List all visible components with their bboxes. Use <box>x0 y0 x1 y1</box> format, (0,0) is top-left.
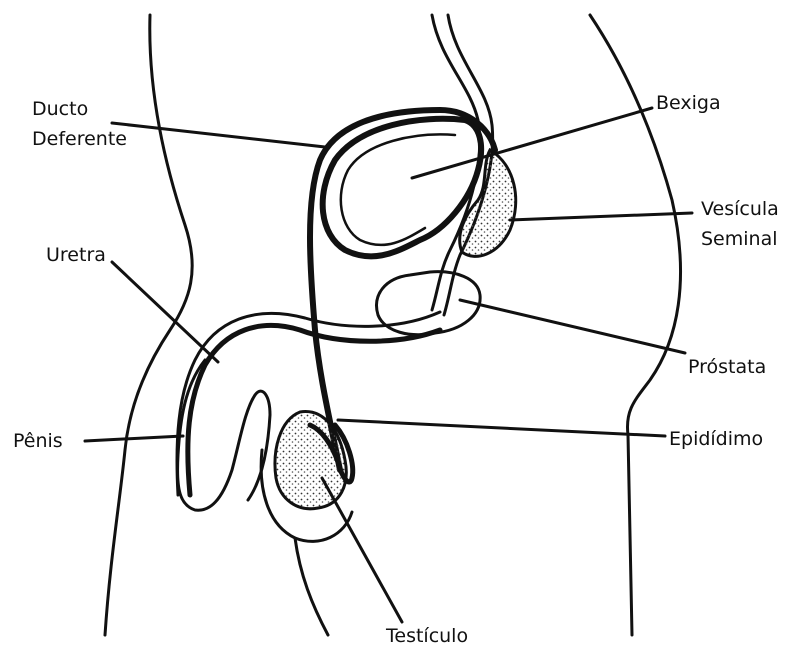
label-uretra: Uretra <box>46 244 106 267</box>
label-penis: Pênis <box>13 430 63 453</box>
label-vesicula-line2: Seminal <box>701 228 778 251</box>
scrotum-lower <box>295 538 328 635</box>
leader-ducto-deferente <box>112 123 325 147</box>
leader-penis <box>85 436 183 441</box>
leader-uretra <box>112 262 218 362</box>
label-ducto-line1: Ducto <box>32 98 88 121</box>
label-prostata: Próstata <box>688 356 766 379</box>
leader-vesicula-seminal <box>510 213 692 220</box>
leader-epididimo <box>338 420 665 436</box>
vas-deferens <box>310 110 495 470</box>
leader-testiculo <box>322 478 402 622</box>
label-bexiga: Bexiga <box>656 92 721 115</box>
label-epididimo: Epidídimo <box>669 428 763 451</box>
label-ducto-line2: Deferente <box>32 128 127 151</box>
leader-prostata <box>460 300 685 353</box>
label-vesicula-line1: Vesícula <box>701 198 779 221</box>
label-testiculo: Testículo <box>386 625 468 648</box>
